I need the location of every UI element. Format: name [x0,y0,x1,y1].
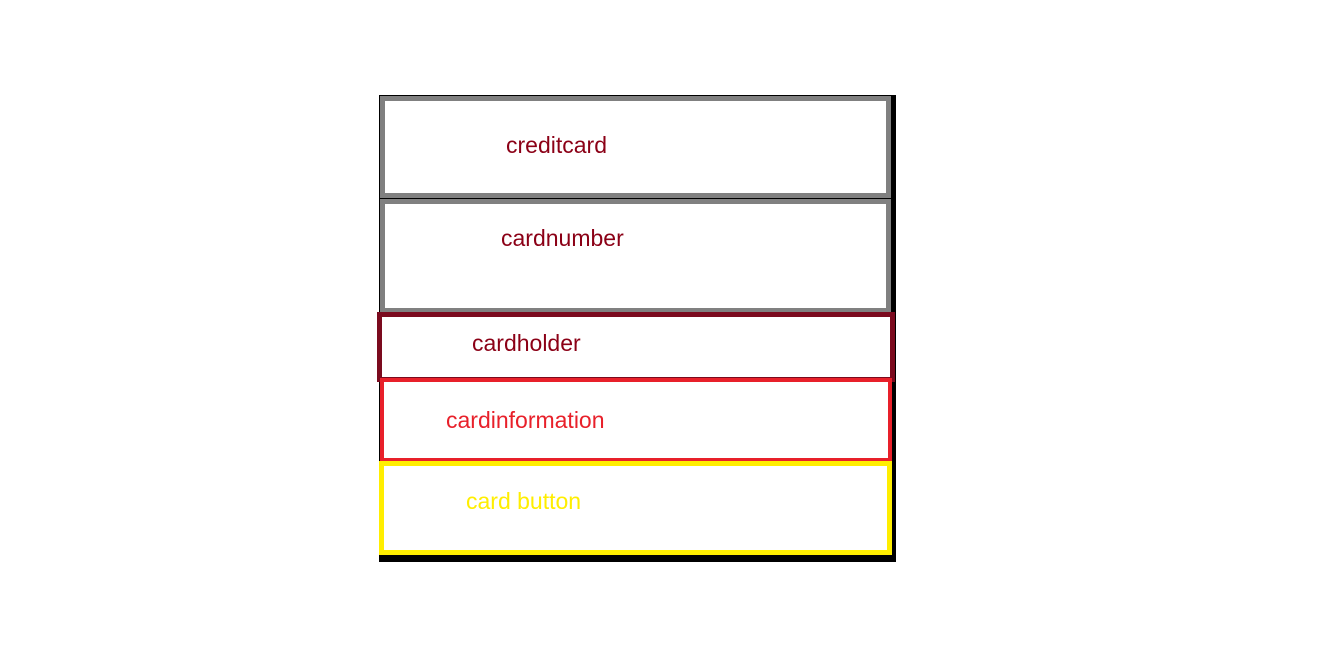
cardnumber-box [380,199,891,313]
creditcard-box [380,96,891,198]
card-button-box [379,461,892,555]
card-button-label: card button [466,488,582,514]
cardinformation-label: cardinformation [446,407,605,433]
cardnumber-label: cardnumber [501,225,624,251]
cardholder-box [377,312,895,382]
cardinformation-box [380,378,892,462]
cardholder-label: cardholder [472,330,581,356]
creditcard-label: creditcard [506,132,607,158]
